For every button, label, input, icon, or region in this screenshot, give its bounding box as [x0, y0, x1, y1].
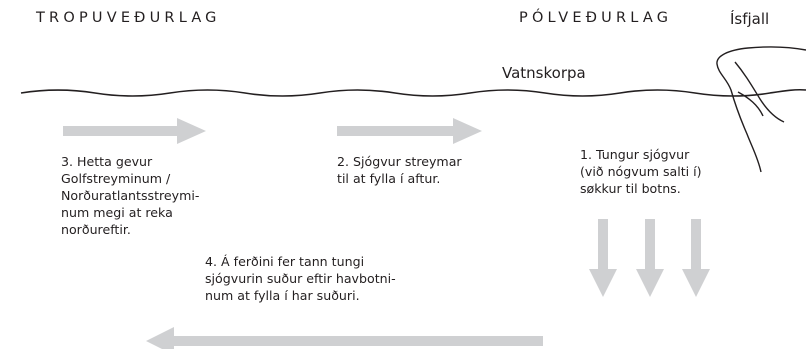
water-surface-label: Vatnskorpa	[502, 64, 586, 82]
arrow-right-1	[63, 118, 206, 144]
arrow-down-3	[682, 219, 710, 297]
step-4-text: 4. Á ferðini fer tann tungi sjógvurin su…	[205, 254, 396, 303]
polar-layer-heading: PÓLVEÐURLAG	[519, 10, 673, 26]
arrow-down-1	[589, 219, 617, 297]
tropical-layer-heading: TROPUVEÐURLAG	[36, 10, 221, 26]
surface-current-arrows	[63, 118, 482, 144]
step-3-text: 3. Hetta gevur Golfstreyminum / Norðurat…	[61, 154, 200, 237]
water-surface-line	[20, 88, 806, 97]
arrow-right-2	[337, 118, 482, 144]
arrow-down-2	[636, 219, 664, 297]
sinking-arrows	[589, 219, 710, 297]
step-2-text: 2. Sjógvur streymar til at fylla í aftur…	[337, 154, 462, 186]
deep-return-arrow	[146, 327, 543, 349]
iceberg-shape	[716, 46, 806, 173]
iceberg-label: Ísfjall	[730, 10, 770, 28]
step-1-text: 1. Tungur sjógvur (við nógvum salti í) s…	[580, 147, 702, 196]
